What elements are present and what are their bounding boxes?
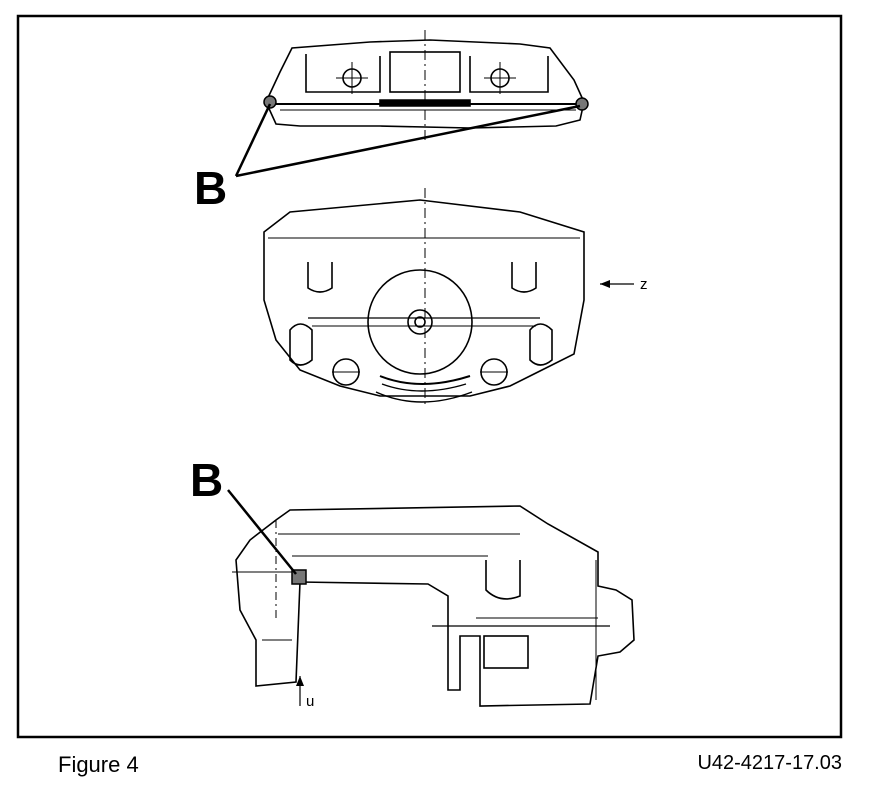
caliper-top-view <box>265 30 585 140</box>
view-label-u: u <box>306 693 314 710</box>
caliper-front-view <box>263 188 585 408</box>
leader-b-top-left <box>234 103 272 177</box>
view-label-z: z <box>640 276 648 293</box>
figure-caption: Figure 4 <box>58 752 139 777</box>
figure-border <box>16 14 843 739</box>
callout-b-bottom: B <box>190 454 223 506</box>
caliper-side-view <box>232 505 635 707</box>
leader-b-bottom <box>227 489 297 575</box>
callout-b-top: B <box>194 162 227 214</box>
view-arrow-z-head <box>600 280 610 288</box>
bolt-b-left <box>263 95 277 109</box>
figure-code: U42-4217-17.03 <box>697 752 842 774</box>
bolt-b-right <box>575 97 589 111</box>
view-arrow-u-head <box>296 676 304 686</box>
leader-b-top-right <box>235 104 581 178</box>
